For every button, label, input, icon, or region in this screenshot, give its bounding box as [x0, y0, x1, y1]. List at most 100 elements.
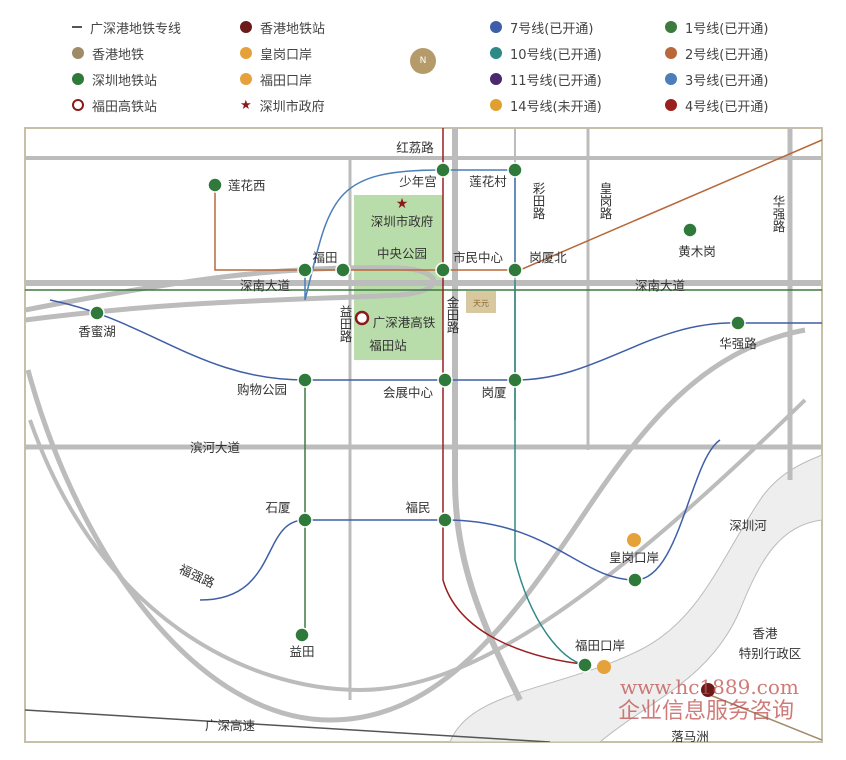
- station-label-gangxia: 岗厦: [481, 385, 506, 400]
- station-label-lokmachau: 落马洲: [671, 729, 709, 744]
- shenzhen-metro-station-icon[interactable]: [682, 222, 698, 238]
- place-label-park: 中央公园: [377, 246, 427, 261]
- shenzhen-metro-station-icon[interactable]: [207, 177, 223, 193]
- station-label-yitian: 益田: [289, 644, 314, 659]
- station-label-lianhuaxi: 莲花西: [228, 178, 266, 193]
- hk-metro-station-icon: [240, 21, 252, 33]
- place-label-hsr2: 福田站: [369, 338, 407, 353]
- brown-dot-icon: [72, 47, 84, 59]
- shenzhen-metro-station-icon[interactable]: [507, 372, 523, 388]
- shenzhen-metro-station-icon[interactable]: [297, 262, 313, 278]
- legend-item: 香港地铁: [72, 40, 181, 66]
- shenzhen-metro-station-icon[interactable]: [577, 657, 593, 673]
- station-label-gangxiabei: 岗厦北: [529, 250, 567, 265]
- legend-item: ★深圳市政府: [240, 97, 325, 115]
- shenzhen-metro-station-icon[interactable]: [294, 627, 310, 643]
- project-logo: [466, 291, 496, 313]
- line-color-icon: [665, 73, 677, 85]
- shenzhen-metro-station-icon[interactable]: [437, 372, 453, 388]
- dash-line-icon: [72, 26, 82, 28]
- legend-lines-a: 7号线(已开通) 10号线(已开通) 11号线(已开通) 14号线(未开通): [490, 14, 602, 118]
- port-icon: [240, 73, 252, 85]
- place-label-hsr1: 广深港高铁: [373, 315, 436, 330]
- line-color-icon: [665, 47, 677, 59]
- station-label-huaqianglu: 华强路: [719, 336, 757, 351]
- project-logo-text: 天元: [473, 299, 489, 308]
- station-label-lianhuacun: 莲花村: [469, 174, 507, 189]
- shenzhen-metro-station-icon[interactable]: [435, 262, 451, 278]
- shenzhen-metro-station-icon[interactable]: [297, 372, 313, 388]
- high-speed-rail-icon: [72, 99, 84, 111]
- legend-lines-b: 1号线(已开通) 2号线(已开通) 3号线(已开通) 4号线(已开通): [665, 14, 768, 118]
- line-color-icon: [490, 47, 502, 59]
- line-color-icon: [665, 99, 677, 111]
- line-color-icon: [665, 21, 677, 33]
- legend-line: 10号线(已开通): [490, 40, 602, 66]
- central-park: [354, 195, 443, 360]
- place-label-river: 深圳河: [729, 518, 767, 533]
- legend-line: 3号线(已开通): [665, 66, 768, 92]
- legend-item: 深圳地铁站: [72, 66, 181, 92]
- port-icon: [627, 533, 641, 547]
- station-label-fumin: 福民: [405, 500, 430, 515]
- legend-item: 香港地铁站: [240, 14, 325, 40]
- legend-line: 2号线(已开通): [665, 40, 768, 66]
- road-label-shennan_w: 深南大道: [240, 278, 291, 293]
- shenzhen-river: [449, 454, 822, 742]
- legend-line: 7号线(已开通): [490, 14, 602, 40]
- star-icon: ★: [396, 196, 409, 212]
- shenzhen-metro-station-icon: [72, 73, 84, 85]
- road-label-huaqiang: 华强路: [771, 194, 786, 233]
- compass-icon: N: [410, 48, 436, 74]
- shenzhen-metro-station-icon[interactable]: [507, 162, 523, 178]
- watermark-url: www.hc1889.com: [620, 675, 799, 699]
- legend-symbols-2: 香港地铁站 皇岗口岸 福田口岸 ★深圳市政府: [240, 14, 325, 118]
- road-label-caitian: 彩田路: [531, 182, 546, 220]
- port-icon: [597, 660, 611, 674]
- station-label-huizhanzhongxin: 会展中心: [383, 385, 434, 400]
- road-label-guangshen: 广深高速: [205, 718, 256, 733]
- road-label-huanggang: 皇岗路: [598, 182, 613, 220]
- shenzhen-metro-station-icon[interactable]: [507, 262, 523, 278]
- hk-metro-station-icon[interactable]: [701, 683, 715, 697]
- shenzhen-metro-station-icon[interactable]: [730, 315, 746, 331]
- roads: [25, 128, 822, 723]
- shenzhen-metro-station-icon[interactable]: [437, 512, 453, 528]
- station-label-shixia: 石厦: [265, 500, 290, 515]
- station-label-huangmugang: 黄木岗: [678, 244, 716, 259]
- legend-line: 1号线(已开通): [665, 14, 768, 40]
- legend-line: 14号线(未开通): [490, 92, 602, 118]
- place-label-gov: 深圳市政府: [371, 214, 434, 229]
- road-label-jintian: 金田路: [445, 295, 460, 334]
- shenzhen-metro-station-icon[interactable]: [89, 305, 105, 321]
- legend-item: 福田口岸: [240, 66, 325, 92]
- shenzhen-metro-station-icon[interactable]: [297, 512, 313, 528]
- legend-item: 福田高铁站: [72, 92, 181, 118]
- road-label-honglilu: 红荔路: [396, 140, 434, 155]
- shenzhen-metro-station-icon[interactable]: [627, 572, 643, 588]
- station-label-futiankouan: 福田口岸: [575, 638, 625, 653]
- legend-symbols: 广深港地铁专线 香港地铁 深圳地铁站 福田高铁站: [72, 14, 181, 118]
- station-label-shiminzhongxin: 市民中心: [453, 250, 504, 265]
- station-label-xiangmihu: 香蜜湖: [78, 324, 116, 339]
- high-speed-rail-icon: [354, 310, 370, 326]
- legend-item: 广深港地铁专线: [72, 14, 181, 40]
- legend-line: 11号线(已开通): [490, 66, 602, 92]
- place-label-hk1: 香港: [752, 626, 778, 641]
- shenzhen-metro-station-icon[interactable]: [435, 162, 451, 178]
- line-color-icon: [490, 73, 502, 85]
- legend-item: 皇岗口岸: [240, 40, 325, 66]
- shenzhen-metro-station-icon[interactable]: [335, 262, 351, 278]
- station-label-shaoniangong: 少年宫: [399, 174, 437, 189]
- line-color-icon: [490, 99, 502, 111]
- road-label-shennan_e: 深南大道: [635, 278, 686, 293]
- road-label-yitian: 益田路: [338, 305, 353, 343]
- watermark-text: 企业信息服务咨询: [618, 699, 795, 724]
- port-icon: [240, 47, 252, 59]
- legend-line: 4号线(已开通): [665, 92, 768, 118]
- place-label-hk2: 特别行政区: [739, 646, 802, 661]
- road-label-binhe: 滨河大道: [190, 440, 241, 455]
- station-label-huanggangkouan: 皇岗口岸: [609, 550, 659, 565]
